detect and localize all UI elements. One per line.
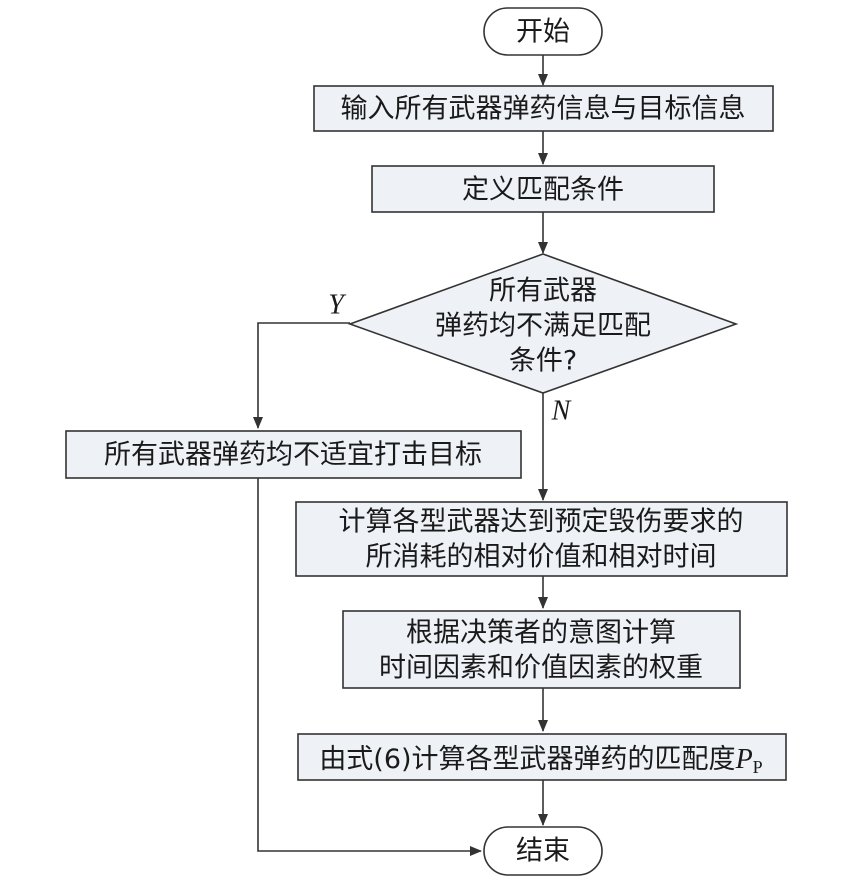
end-node: 结束: [483, 826, 603, 876]
arrow-unsuitable-to-end: [257, 478, 482, 856]
start-node: 开始: [483, 7, 603, 56]
arrow-decision-yes: [253, 322, 350, 429]
decision-line3: 条件?: [509, 346, 577, 377]
calc-node: 计算各型武器达到预定毁伤要求的 所消耗的相对价值和相对时间: [295, 501, 788, 577]
match-node: 由式(6)计算各型武器弹药的匹配度PP: [297, 733, 787, 781]
match-subscript: P: [753, 757, 763, 777]
define-label: 定义匹配条件: [462, 175, 624, 206]
unsuitable-node: 所有武器弹药均不适宜打击目标: [65, 430, 522, 479]
match-symbol: P: [735, 744, 753, 775]
input-label: 输入所有武器弹药信息与目标信息: [341, 94, 746, 125]
match-text: 由式(6)计算各型武器弹药的匹配度: [319, 744, 735, 775]
input-node: 输入所有武器弹药信息与目标信息: [313, 85, 774, 132]
calc-line2: 所消耗的相对价值和相对时间: [366, 542, 717, 573]
weight-node: 根据决策者的意图计算 时间因素和价值因素的权重: [342, 610, 741, 689]
end-label: 结束: [516, 836, 570, 867]
weight-line2: 时间因素和价值因素的权重: [379, 653, 703, 684]
start-label: 开始: [516, 17, 570, 48]
decision-node: 所有武器 弹药均不满足匹配 条件?: [347, 253, 739, 394]
define-node: 定义匹配条件: [371, 165, 715, 213]
branch-no-label: N: [551, 396, 572, 427]
decision-line1: 所有武器: [489, 276, 597, 307]
branch-yes-label: Y: [328, 290, 347, 321]
weight-line1: 根据决策者的意图计算: [406, 618, 676, 649]
match-label: 由式(6)计算各型武器弹药的匹配度PP: [319, 744, 762, 778]
connectors: [253, 55, 548, 856]
unsuitable-label: 所有武器弹药均不适宜打击目标: [104, 440, 482, 471]
decision-line2: 弹药均不满足匹配: [435, 311, 651, 342]
calc-line1: 计算各型武器达到预定毁伤要求的: [339, 507, 744, 538]
